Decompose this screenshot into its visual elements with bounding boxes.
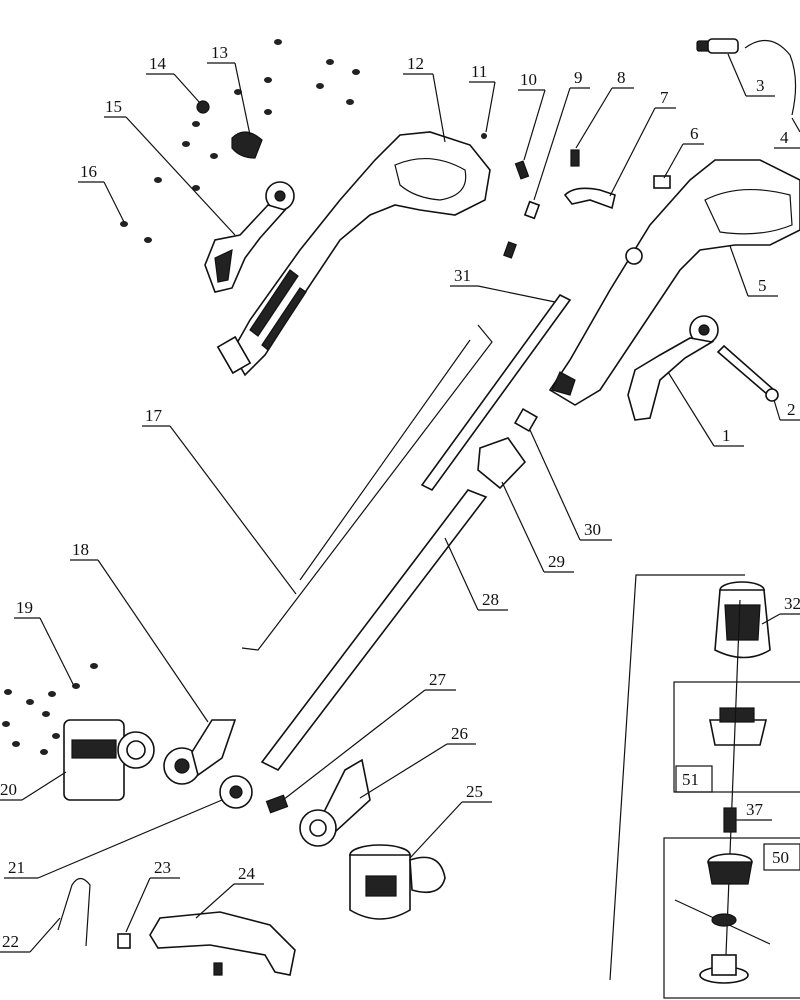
callout-22: 22 (2, 932, 19, 951)
callout-8: 8 (617, 68, 626, 87)
callout-28: 28 (482, 590, 499, 609)
callout-5: 5 (758, 276, 767, 295)
callout-37: 37 (746, 800, 764, 819)
assembly-bracket-line (609, 574, 745, 981)
part-25-motor-cap (349, 844, 446, 920)
callout-7: 7 (660, 88, 669, 107)
part-8-spring (570, 149, 580, 167)
callout-9: 9 (574, 68, 583, 87)
part-28-lower-tube (260, 489, 488, 772)
part-29-lock (477, 437, 527, 490)
callout-11: 11 (471, 62, 487, 81)
part-pin (503, 241, 517, 259)
callout-14: 14 (149, 54, 167, 73)
callout-24: 24 (238, 864, 256, 883)
callout-numbers: 1 2 3 4 5 6 7 8 9 10 11 12 13 14 15 16 1… (0, 43, 800, 951)
part-27-spring (265, 794, 289, 814)
callout-26: 26 (451, 724, 468, 743)
callout-12: 12 (407, 54, 424, 73)
callout-21: 21 (8, 858, 25, 877)
part-37-spring (723, 807, 737, 833)
callout-31: 31 (454, 266, 471, 285)
callout-10: 10 (520, 70, 537, 89)
callout-32: 32 (784, 594, 800, 613)
part-4-cable (744, 39, 797, 116)
part-9-pin (523, 200, 541, 220)
part-10-spring (514, 160, 530, 180)
callout-6: 6 (690, 124, 699, 143)
part-23-insert (117, 933, 131, 949)
part-20-motor-housing (63, 719, 155, 801)
callout-15: 15 (105, 97, 122, 116)
label-box-51 (675, 765, 713, 793)
callout-25: 25 (466, 782, 483, 801)
callout-23: 23 (154, 858, 171, 877)
callout-16: 16 (80, 162, 97, 181)
callout-leaders (0, 53, 800, 953)
callout-13: 13 (211, 43, 228, 62)
part-14-screw (196, 100, 210, 114)
part-31-upper-tube (420, 293, 572, 492)
callout-19: 19 (16, 598, 33, 617)
callout-30: 30 (584, 520, 601, 539)
callout-3: 3 (756, 76, 765, 95)
part-32-motor (714, 581, 771, 659)
callout-27: 27 (429, 670, 447, 689)
part-5-handle-half (548, 159, 800, 406)
label-box-50 (763, 843, 800, 871)
screw-set-upper (120, 39, 487, 243)
part-30-collar (513, 407, 539, 433)
part-21-washer-center (229, 785, 243, 799)
part-26-wheel (299, 758, 371, 847)
part-51-fan-assembly (709, 707, 768, 746)
callout-1: 1 (722, 426, 731, 445)
callout-18: 18 (72, 540, 89, 559)
part-2-bolt (716, 344, 776, 397)
callout-4: 4 (780, 128, 789, 147)
part-7-trigger (563, 187, 616, 210)
callout-51: 51 (682, 770, 699, 789)
part-12-rear-handle (216, 131, 491, 377)
callout-2: 2 (787, 400, 796, 419)
part-17-cable (241, 324, 493, 651)
part-50-spool-assembly (674, 853, 771, 984)
part-3-cable-plug (696, 38, 739, 54)
part-22-edging-guide (57, 877, 91, 947)
part-51-box (673, 681, 800, 793)
callout-50: 50 (772, 848, 789, 867)
part-13-knob (231, 131, 263, 159)
part-24-guard (149, 911, 296, 976)
callout-29: 29 (548, 552, 565, 571)
part-1-handle (627, 315, 719, 421)
screw-set-19 (2, 663, 98, 755)
part-50-box (663, 837, 800, 999)
part-15-auxiliary-handle (204, 181, 295, 293)
callout-17: 17 (145, 406, 163, 425)
callout-20: 20 (0, 780, 17, 799)
part-6-switch (653, 175, 671, 189)
part-18-clamp (163, 719, 237, 785)
part-2-bolt-head (765, 388, 779, 402)
